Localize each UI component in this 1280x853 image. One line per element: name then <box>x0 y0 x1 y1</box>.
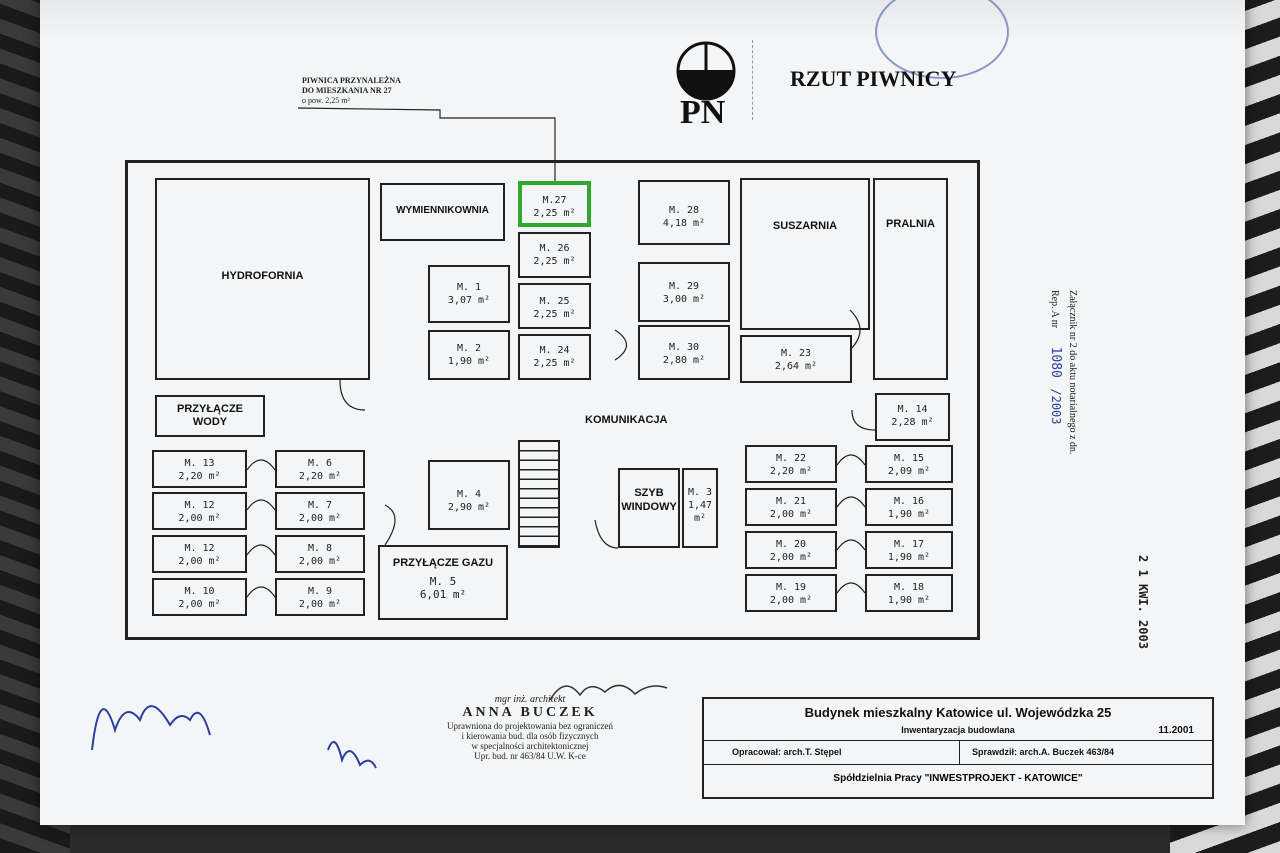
architect-prefix: mgr inż. architekt <box>494 694 566 705</box>
north-symbol-icon <box>675 40 737 102</box>
staircase <box>518 440 560 548</box>
callout-note: PIWNICA PRZYNALEŻNA DO MIESZKANIA NR 27 … <box>302 76 401 106</box>
callout-leader-line <box>297 107 556 183</box>
title-divider <box>752 40 754 120</box>
pn-label: PN <box>680 94 726 131</box>
door-swings <box>246 309 876 598</box>
rep-year: /2003 <box>1049 388 1063 425</box>
note-line-1: Załącznik nr 2 do aktu notarialnego z dn… <box>1067 290 1078 455</box>
tb-building: Budynek mieszkalny Katowice ul. Wojewódz… <box>804 705 1112 720</box>
sheet-fold <box>40 0 1245 40</box>
basement-outline <box>125 160 980 640</box>
architect-line-1: Uprawniona do projektowania bez ogranicz… <box>447 721 613 731</box>
tb-prepared: Opracował: arch.T. Stępel <box>732 747 842 757</box>
room-wymiennik: WYMIENNIKOWNIA <box>380 183 505 241</box>
callout-line-2: DO MIESZKANIA NR 27 <box>302 86 392 95</box>
rep-number: 1080 <box>1048 346 1063 378</box>
title-block: Budynek mieszkalny Katowice ul. Wojewódz… <box>702 697 1214 799</box>
architect-line-2: i kierowania bud. dla osób fizycznych <box>461 731 599 741</box>
architect-line-3: w specjalności architektonicznej <box>471 741 589 751</box>
tb-divider <box>959 741 960 765</box>
signatures-left <box>91 705 377 769</box>
page-title: RZUT PIWNICY <box>790 66 957 91</box>
tb-building-row: Budynek mieszkalny Katowice ul. Wojewódz… <box>704 699 1212 741</box>
label-komunikacja: KOMUNIKACJA <box>585 414 668 426</box>
architect-stamp: mgr inż. architekt ANNA BUCZEK Uprawnion… <box>430 694 630 761</box>
date-stamp: 2 1 KWI. 2003 <box>1136 555 1150 649</box>
tb-subtitle: Inwentaryzacja budowlana <box>901 725 1015 735</box>
architect-name: ANNA BUCZEK <box>462 705 598 720</box>
room-hydroforni: HYDROFORNIA <box>155 178 370 380</box>
signature-architect <box>549 684 668 701</box>
tb-date: 11.2001 <box>1158 725 1194 736</box>
architect-line-4: Upr. bud. nr 463/84 U.W. K-ce <box>474 751 586 761</box>
tb-company: Spółdzielnia Pracy "INWESTPROJEKT - KATO… <box>833 773 1083 784</box>
floor-plan-sheet: PN RZUT PIWNICY PIWNICA PRZYNALEŻNA DO M… <box>40 0 1245 825</box>
note-line-2: Rep. A nr 1080 /2003 <box>1048 290 1063 425</box>
callout-line-1: PIWNICA PRZYNALEŻNA <box>302 76 401 85</box>
tb-authors-row: Opracował: arch.T. Stępel Sprawdził: arc… <box>704 741 1212 765</box>
notarial-note: Załącznik nr 2 do aktu notarialnego z dn… <box>960 290 1080 510</box>
room-pralnia: PRALNIA <box>873 178 948 380</box>
official-stamp <box>875 0 1009 79</box>
tb-checked: Sprawdził: arch.A. Buczek 463/84 <box>972 747 1115 757</box>
callout-line-3: o pow. 2,25 m² <box>302 96 350 105</box>
room-suszarnia: SUSZARNIA <box>740 178 870 330</box>
